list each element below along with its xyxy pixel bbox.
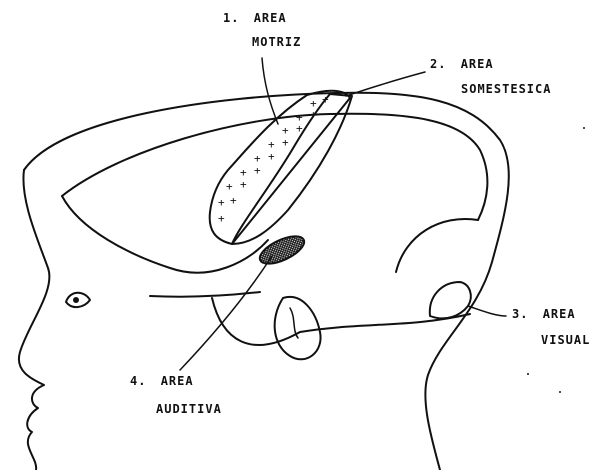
label-visual: 3. AREA VISUAL xyxy=(512,307,590,347)
svg-text:1. AREA: 1. AREA xyxy=(223,11,287,25)
ear xyxy=(275,297,321,359)
label-somesthetic: 2. AREA SOMESTESICA xyxy=(430,57,551,96)
label-motor-number: 1. xyxy=(223,11,239,25)
label-auditory: 4. AREA AUDITIVA xyxy=(130,374,222,416)
label-auditory-line1: AREA xyxy=(161,374,194,388)
occipital-arc xyxy=(396,219,478,272)
svg-text:4. AREA: 4. AREA xyxy=(130,374,194,388)
speckle xyxy=(583,127,585,129)
svg-text:+: + xyxy=(218,196,225,209)
label-somesthetic-number: 2. xyxy=(430,57,446,71)
label-somesthetic-line2: SOMESTESICA xyxy=(461,82,551,96)
label-auditory-line2: AUDITIVA xyxy=(156,402,222,416)
label-visual-line2: VISUAL xyxy=(541,333,590,347)
svg-text:+: + xyxy=(240,178,247,191)
label-motor-line2: MOTRIZ xyxy=(252,35,301,49)
motor-leader-line xyxy=(262,58,278,124)
svg-text:+: + xyxy=(218,212,225,225)
auditory-area xyxy=(256,231,308,269)
speckle xyxy=(527,373,529,375)
svg-text:+: + xyxy=(230,194,237,207)
svg-text:+: + xyxy=(226,180,233,193)
somesthetic-leader-line xyxy=(346,72,425,96)
svg-text:2. AREA: 2. AREA xyxy=(430,57,494,71)
visual-leader-line xyxy=(468,306,506,316)
label-visual-line1: AREA xyxy=(543,307,576,321)
visual-area xyxy=(430,282,471,318)
svg-text:+: + xyxy=(268,150,275,163)
head-outline xyxy=(24,93,509,470)
label-motor: 1. AREA MOTRIZ xyxy=(223,11,301,49)
face-profile xyxy=(19,170,50,470)
svg-text:3. AREA: 3. AREA xyxy=(512,307,576,321)
speckle xyxy=(559,391,561,393)
svg-text:+: + xyxy=(282,136,289,149)
label-motor-line1: AREA xyxy=(254,11,287,25)
eye-pupil xyxy=(73,297,79,303)
label-auditory-number: 4. xyxy=(130,374,146,388)
label-somesthetic-line1: AREA xyxy=(461,57,494,71)
svg-text:+: + xyxy=(254,164,261,177)
inner-skull-line xyxy=(62,114,487,220)
label-visual-number: 3. xyxy=(512,307,528,321)
